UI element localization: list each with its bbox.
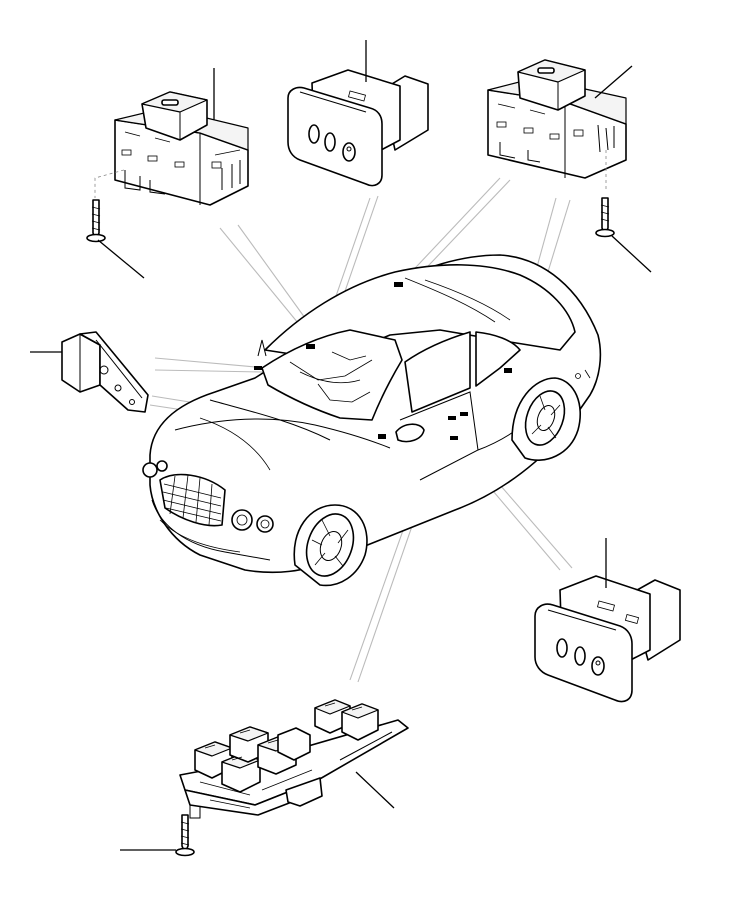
car-illustration [142,254,602,587]
mounting-screw [86,199,145,279]
rear-left-window-switch [94,68,249,206]
mounting-screw [120,814,195,857]
mounting-screw [595,197,652,273]
interior-lamp-switch [30,331,149,413]
rear-right-window-switch [487,59,633,192]
driver-window-switch-pack [179,699,409,819]
door-rocker-switch [534,538,681,703]
dashboard-rocker-switch [287,40,429,187]
